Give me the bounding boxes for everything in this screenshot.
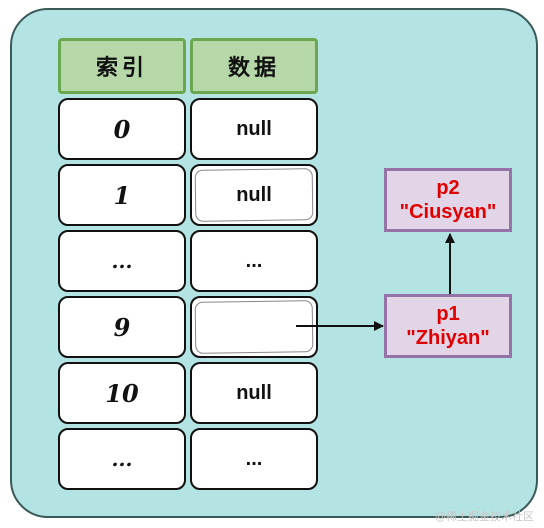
header-index: 索引 xyxy=(58,38,186,94)
index-cell-10: 10 xyxy=(58,362,186,424)
index-cell-0: 0 xyxy=(58,98,186,160)
index-cell-1: 1 xyxy=(58,164,186,226)
header-data: 数据 xyxy=(190,38,318,94)
node-p1-name: p1 xyxy=(436,303,460,325)
watermark: @稀土掘金技术社区 xyxy=(435,510,534,523)
data-cell-1: null xyxy=(190,164,318,226)
data-cell-0: null xyxy=(190,98,318,160)
data-cell-2: ... xyxy=(190,230,318,292)
data-cell-last: ... xyxy=(190,428,318,490)
node-p2-value: "Ciusyan" xyxy=(399,201,497,223)
index-cell-9: 9 xyxy=(58,296,186,358)
index-cell-last: ... xyxy=(58,428,186,490)
node-p2: p2 "Ciusyan" xyxy=(384,168,512,232)
node-p1: p1 "Zhiyan" xyxy=(384,294,512,358)
node-p1-value: "Zhiyan" xyxy=(406,327,490,349)
node-p2-name: p2 xyxy=(436,177,460,199)
index-cell-2: ... xyxy=(58,230,186,292)
data-cell-10: null xyxy=(190,362,318,424)
